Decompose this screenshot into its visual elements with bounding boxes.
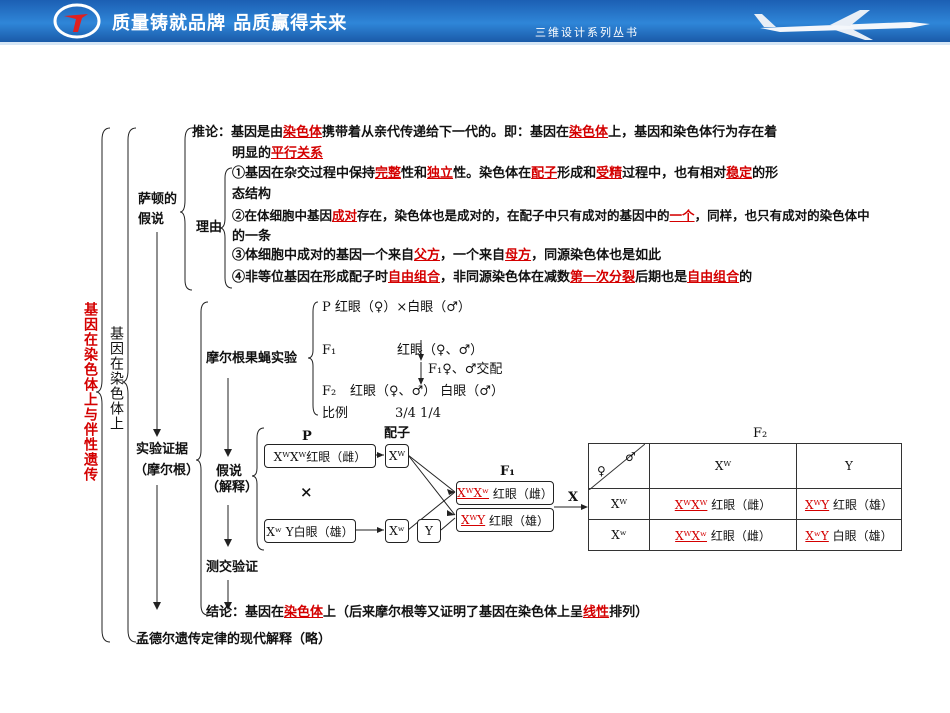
female-parent-box: XᵂXᵂ红眼（雌） (264, 444, 376, 468)
hypothesis-label: 假说 (216, 464, 243, 479)
punnett-corner: ♀ ♂ (588, 443, 650, 490)
punnett-cell: XʷY 白眼（雄） (796, 519, 902, 551)
answer-blank: 染色体 (569, 125, 609, 140)
scheme-cross-symbol: × (300, 483, 313, 501)
punnett-table: ♀ ♂ Xᵂ Y Xᵂ XᵂXᵂ 红眼（雌） XᵂY 红眼（雄） Xʷ XᵂXʷ… (588, 443, 902, 551)
header-series: 三维设计系列丛书 (535, 26, 639, 39)
inference-line2: 明显的平行关系 (232, 146, 324, 161)
conclusion: 结论：基因在染色体上（后来摩尔根等又证明了基因在染色体上呈线性排列） (206, 605, 649, 620)
scheme-x-symbol: X (568, 490, 579, 505)
exp-ratio-label: 比例 (322, 406, 349, 421)
header-slogan: 质量铸就品牌 品质赢得未来 (112, 13, 348, 34)
exp-f2-row: 红眼（♀、♂） 白眼（♂） (350, 384, 504, 399)
exp-f2-label: F₂ (322, 384, 337, 399)
sutton-label: 萨顿的假说 (138, 192, 178, 227)
punnett-row-header: Xʷ (588, 519, 650, 551)
scheme-gamete-label: 配子 (384, 426, 411, 441)
reason-label: 理由 (196, 220, 223, 235)
gamete-male-x-box: Xʷ (385, 519, 409, 543)
scheme-f1-label: F₁ (500, 464, 515, 479)
punnett-col-header: Y (796, 443, 902, 489)
punnett-cell: XᵂXʷ 红眼（雌） (649, 519, 797, 551)
punnett-row-header: Xᵂ (588, 488, 650, 520)
answer-blank: 染色体 (283, 125, 323, 140)
punnett-col-header: Xᵂ (649, 443, 797, 489)
reason-4: ④非等位基因在形成配子时自由组合，非同源染色体在减数第一次分裂后期也是自由组合的 (232, 270, 753, 285)
airplane-icon (754, 10, 930, 40)
male-parent-box: Xʷ Y白眼（雄） (264, 519, 356, 543)
f1-female-box: XᵂXʷ 红眼（雌） (456, 481, 554, 505)
exp-f1-row: 红眼（♀、♂） (397, 343, 484, 358)
publisher-logo-icon (53, 3, 101, 39)
header-banner: 质量铸就品牌 品质赢得未来 三维设计系列丛书 (0, 0, 950, 42)
gamete-female-box: Xᵂ (385, 444, 409, 468)
hypothesis-sub: （解释） (206, 480, 259, 495)
mendel-note: 孟德尔遗传定律的现代解释（略） (136, 632, 332, 647)
banner-divider (0, 42, 950, 45)
exp-p-row: P 红眼（♀）×白眼（♂） (322, 300, 471, 315)
evidence-sub: （摩尔根） (134, 463, 200, 478)
reason-2: ②在体细胞中基因成对存在，染色体也是成对的，在配子中只有成对的基因中的一个，同样… (232, 208, 870, 223)
reason-3: ③体细胞中成对的基因一个来自父方，一个来自母方，同源染色体也是如此 (232, 248, 662, 263)
answer-blank: 平行关系 (271, 146, 324, 161)
reason-1: ①基因在杂交过程中保持完整性和独立性。染色体在配子形成和受精过程中，也有相对稳定… (232, 166, 779, 181)
reason-2-line2: 的一条 (232, 229, 272, 244)
branch-main-title: 基因在染色体上 (108, 326, 124, 431)
punnett-cell: XᵂY 红眼（雄） (796, 488, 902, 520)
punnett-cell: XᵂXᵂ 红眼（雌） (649, 488, 797, 520)
evidence-label: 实验证据 (136, 442, 189, 457)
f1-male-box: XᵂY 红眼（雄） (456, 508, 554, 532)
exp-f1-label: F₁ (322, 343, 337, 358)
exp-f1-cross: F₁♀、♂交配 (428, 362, 503, 377)
scheme-p-label: P (302, 429, 312, 444)
reason-1-line2: 态结构 (232, 187, 272, 202)
experiment-label: 摩尔根果蝇实验 (206, 351, 298, 366)
inference-line1: 推论：基因是由染色体携带着从亲代传递给下一代的。即：基因在染色体上，基因和染色体… (192, 125, 778, 140)
testcross-label: 测交验证 (206, 560, 259, 575)
punnett-title: F₂ (753, 426, 768, 441)
root-title: 基因在染色体上与伴性遗传 (82, 302, 98, 482)
gamete-male-y-box: Y (417, 519, 441, 543)
exp-ratio-values: 3/4 1/4 (395, 406, 441, 421)
